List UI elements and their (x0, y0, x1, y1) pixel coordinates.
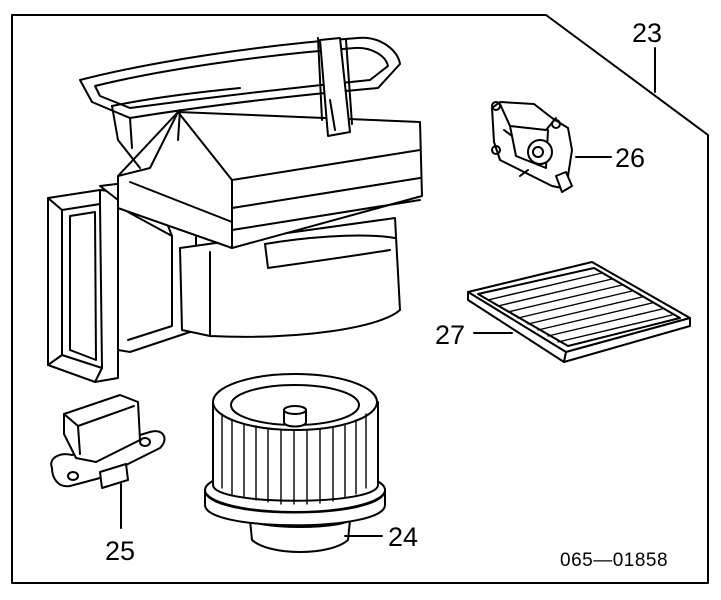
blower-resistor (50, 394, 166, 489)
blower-motor-fan (204, 373, 386, 553)
callout-25: 25 (105, 536, 135, 566)
callout-27: 27 (435, 320, 465, 350)
leader-lines (120, 47, 656, 537)
air-filter (467, 261, 691, 363)
blower-housing (47, 36, 423, 383)
callout-23: 23 (632, 18, 662, 48)
diagram-part-number: 065—01858 (560, 550, 668, 571)
callout-26: 26 (615, 143, 645, 173)
diagram-frame (11, 14, 709, 584)
servo-actuator (491, 101, 573, 193)
callout-24: 24 (388, 522, 418, 552)
